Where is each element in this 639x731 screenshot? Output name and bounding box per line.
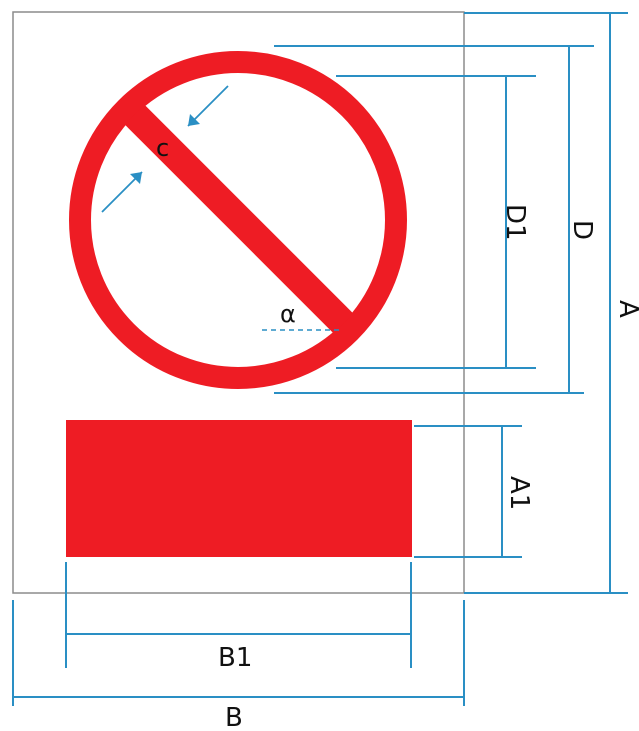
dimension-A1 <box>414 425 522 558</box>
dimension-D1 <box>336 75 536 369</box>
label-D: D <box>567 220 597 240</box>
dimension-B1 <box>65 562 412 668</box>
prohibition-ring <box>69 51 407 389</box>
prohibition-circle-icon <box>69 51 407 389</box>
slash-width-dimension <box>101 85 229 213</box>
dimension-D <box>274 45 594 394</box>
label-alpha: α <box>280 300 296 328</box>
label-B1: B1 <box>218 643 252 673</box>
label-B: B <box>225 703 243 731</box>
red-rectangle-panel <box>66 420 412 557</box>
dimension-A <box>464 12 628 594</box>
dimension-B <box>12 600 465 706</box>
label-A1: A1 <box>504 476 534 510</box>
label-D1: D1 <box>500 204 530 241</box>
label-A: A <box>613 300 639 318</box>
prohibition-slash <box>90 72 386 368</box>
label-c: c <box>156 134 169 162</box>
